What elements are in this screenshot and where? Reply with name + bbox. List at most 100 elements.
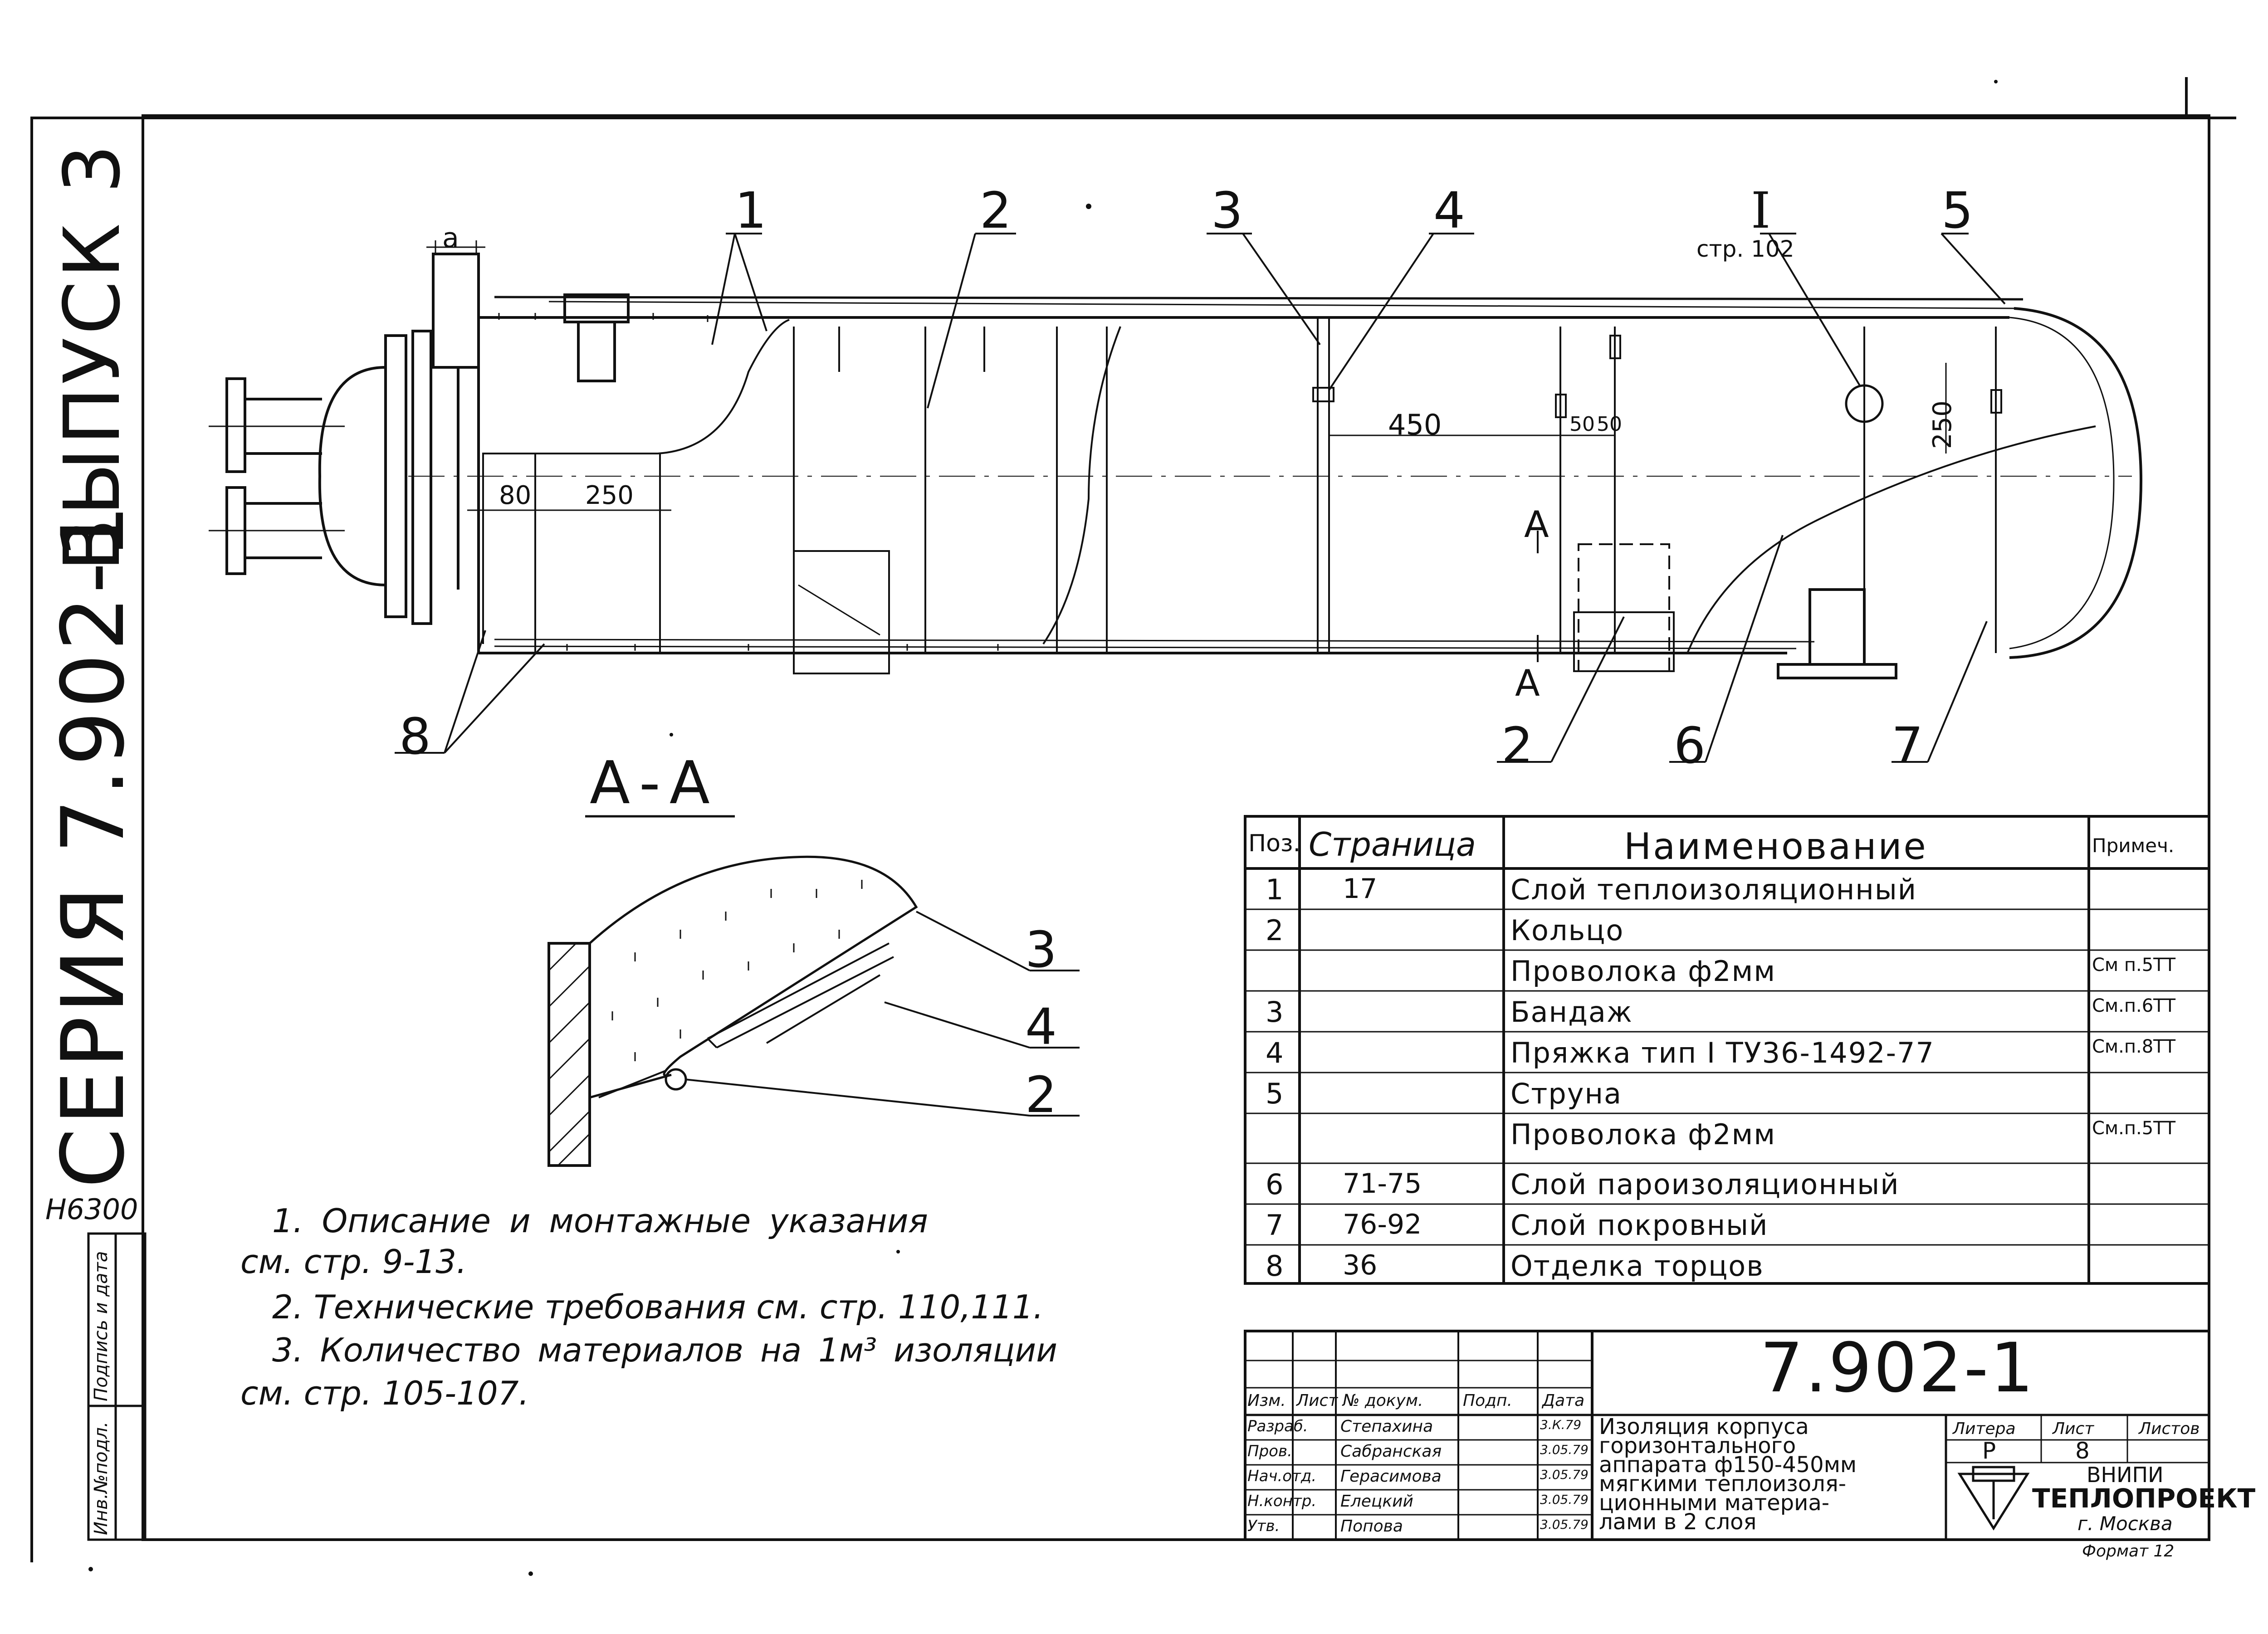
spec-cell-page: 71-75 [1343,1168,1422,1200]
section-aa-view [547,815,1080,1167]
drawing-title: Изоляция корпуса горизонтального аппарат… [1599,1414,1857,1535]
spec-cell-pos: 8 [1266,1249,1284,1283]
dim-80: 80 [499,481,532,510]
spec-cell-pos: 1 [1266,873,1284,906]
spec-cell-name: Кольцо [1510,914,1624,947]
spec-cell-note: См.п.5ТТ [2092,1118,2176,1139]
section-mark-top: А [1524,503,1549,546]
doc-number: 7.902-1 [1760,1329,2035,1408]
issue-label: ВЫПУСК 3 [48,141,137,571]
spec-header-note: Примеч. [2092,834,2175,857]
callout-5: 5 [1941,181,1973,239]
spec-cell-note: См п.5ТТ [2092,955,2176,976]
note-1: 1. Описание и монтажные указания [272,1202,928,1240]
org-city: г. Москва [2077,1512,2173,1535]
note-3: 3. Количество материалов на 1м³ изоляции [272,1331,1057,1369]
spec-cell-note: См.п.6ТТ [2092,995,2176,1016]
tb-name: Елецкий [1340,1492,1413,1511]
title-line-2: горизонтального [1599,1433,1796,1458]
spec-cell-name: Отделка торцов [1510,1249,1764,1283]
section-callout-4: 4 [1025,998,1057,1056]
tb-name: Герасимова [1340,1467,1442,1486]
spec-header-pos: Поз. [1248,830,1301,857]
dim-50a: 50 [1569,413,1595,436]
tb-role: Разраб. [1247,1417,1308,1435]
tb-role: Утв. [1247,1517,1280,1535]
scan-specks [88,80,1998,1576]
callout-3: 3 [1211,181,1243,239]
dim-250-vertical: 250 [1928,400,1957,449]
title-line-5: ционными материа- [1599,1490,1830,1516]
spec-cell-pos: 7 [1266,1209,1284,1242]
title-line-6: лами в 2 слоя [1599,1509,1757,1535]
section-mark-bottom: А [1515,662,1540,704]
spec-cell-page: 17 [1343,873,1378,905]
title-line-3: аппарата ф150-450мм [1599,1452,1857,1478]
dim-a: а [442,222,459,254]
spec-cell-pos: 6 [1266,1168,1284,1201]
tb-col-date: Дата [1542,1391,1585,1410]
spec-cell-name: Слой пароизоляционный [1510,1168,1900,1201]
spec-cell-pos: 3 [1266,995,1284,1029]
series-label: СЕРИЯ 7.902-1 [43,502,143,1188]
tb-role: Н.контр. [1247,1492,1317,1510]
callout-4: 4 [1433,181,1465,239]
stage-value-litera: Р [1982,1438,1996,1464]
spec-cell-pos: 4 [1266,1036,1284,1069]
title-line-4: мягкими теплоизоля- [1599,1471,1847,1497]
vessel-main-view [209,233,2143,763]
section-callout-3: 3 [1025,921,1057,979]
spec-cell-name: Проволока ф2мм [1510,955,1776,988]
org-logo [1957,1466,2030,1531]
spec-cell-pos: 5 [1266,1077,1284,1110]
spec-header-page: Страница [1309,825,1476,863]
spec-cell-name: Струна [1510,1077,1622,1110]
callout-2-bottom: 2 [1501,717,1533,775]
stage-header-list: Лист [2053,1419,2094,1438]
left-stamp-strip [87,1232,147,1541]
tb-role: Пров. [1247,1442,1292,1460]
tb-date: 3.05.79 [1540,1492,1589,1507]
tb-col-doc: № докум. [1343,1391,1423,1410]
tb-name: Степахина [1340,1417,1433,1436]
tb-name: Попова [1340,1517,1403,1536]
callout-6: 6 [1674,717,1706,775]
dim-450: 450 [1388,408,1442,441]
stage-value-list: 8 [2075,1438,2090,1464]
spec-cell-name: Слой теплоизоляционный [1510,873,1917,906]
drawing-code: Н6300 [45,1193,138,1226]
spec-cell-pos: 2 [1266,914,1284,947]
tb-date: 3.К.79 [1540,1417,1582,1432]
detail-label: I [1751,181,1771,239]
dim-50b: 50 [1597,413,1622,436]
org-name-1: ВНИПИ [2087,1463,2164,1487]
tb-date: 3.05.79 [1540,1442,1589,1457]
dim-250: 250 [585,481,634,510]
org-name-2: ТЕПЛОПРОЕКТ [2032,1483,2256,1514]
tb-col-sign: Подп. [1463,1391,1512,1410]
tb-col-list: Лист [1296,1391,1338,1410]
callout-7: 7 [1892,717,1923,775]
spec-table-grid [1244,815,2210,1285]
note-2: 2. Технические требования см. стр. 110,1… [272,1288,1044,1326]
note-3-cont: см. стр. 105-107. [240,1374,529,1412]
tb-date: 3.05.79 [1540,1517,1589,1532]
tb-col-izm: Изм. [1247,1391,1286,1410]
spec-cell-name: Пряжка тип I ТУ36-1492-77 [1510,1036,1935,1069]
tb-date: 3.05.79 [1540,1467,1589,1482]
tb-name: Сабранская [1340,1442,1442,1461]
spec-cell-name: Проволока ф2мм [1510,1118,1776,1151]
title-block-grid [1244,1330,2210,1541]
sheet-format: Формат 12 [2082,1542,2175,1561]
stamp-sign-label: Подпись и дата [91,1251,112,1401]
spec-header-name: Наименование [1624,825,1928,868]
callout-8: 8 [399,707,431,766]
spec-cell-page: 76-92 [1343,1209,1422,1240]
title-line-1: Изоляция корпуса [1599,1414,1809,1439]
stage-header-listov: Листов [2139,1419,2200,1438]
section-callout-2: 2 [1025,1066,1057,1124]
tb-role: Нач.отд. [1247,1467,1317,1485]
spec-cell-note: См.п.8ТТ [2092,1036,2176,1057]
callout-2: 2 [980,181,1012,239]
